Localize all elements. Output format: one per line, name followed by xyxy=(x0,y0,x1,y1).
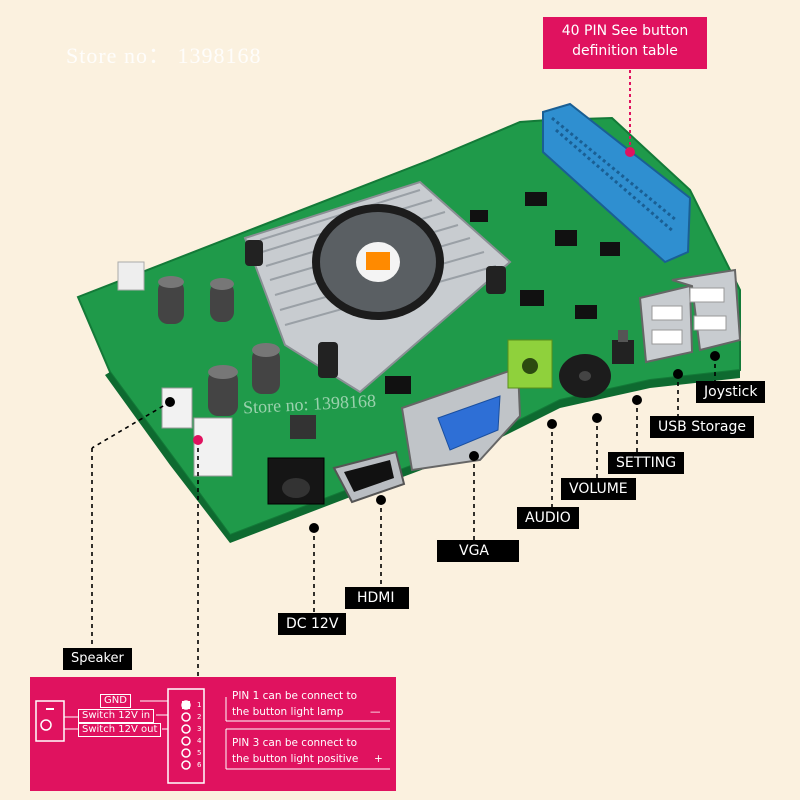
tag-gnd: GND xyxy=(100,694,131,708)
pin-3: 3 xyxy=(197,725,202,733)
label-setting: SETTING xyxy=(608,452,685,474)
note-pin3-sign: + xyxy=(374,753,383,765)
tag-switch-in: Switch 12V in xyxy=(78,709,155,723)
note-pin3-line1: PIN 3 can be connect to xyxy=(232,737,358,749)
note-pin1-sign: — xyxy=(370,706,381,718)
40-pin-callout: 40 PIN See button definition table xyxy=(543,17,707,69)
label-usb-storage: USB Storage xyxy=(650,416,754,438)
note-pin3-line2: the button light positive xyxy=(232,753,359,765)
pin-1: 1 xyxy=(197,701,202,709)
label-joystick: Joystick xyxy=(696,381,766,403)
label-volume: VOLUME xyxy=(561,478,636,500)
label-hdmi: HDMI xyxy=(345,587,409,609)
label-vga: VGA xyxy=(437,540,520,562)
40-pin-callout-line2: definition table xyxy=(572,43,678,59)
40-pin-callout-line1: 40 PIN See button xyxy=(561,23,689,39)
usb-ports xyxy=(638,268,742,364)
leader-lines xyxy=(91,356,716,676)
wiring-diagram xyxy=(35,688,390,784)
chips xyxy=(290,192,620,439)
button-connector xyxy=(193,417,233,477)
pin-4: 4 xyxy=(197,737,202,745)
label-audio: AUDIO xyxy=(517,507,579,529)
capacitors xyxy=(158,276,280,416)
tag-switch-out: Switch 12V out xyxy=(78,723,162,737)
pin-5: 5 xyxy=(197,749,202,757)
audio-jack xyxy=(507,339,553,389)
note-pin1-line1: PIN 1 can be connect to xyxy=(232,690,358,702)
pin-2: 2 xyxy=(197,713,202,721)
pin-6: 6 xyxy=(197,761,202,769)
store-watermark: Store no： 1398168 xyxy=(66,43,262,68)
speaker-connector xyxy=(161,387,193,429)
label-speaker: Speaker xyxy=(63,648,132,670)
setting-switch xyxy=(612,340,634,364)
wiring-panel: GND Switch 12V in Switch 12V out 1 2 3 4… xyxy=(30,677,396,791)
label-dc-12v: DC 12V xyxy=(278,613,347,635)
note-pin1-line2: the button light lamp xyxy=(232,706,344,718)
